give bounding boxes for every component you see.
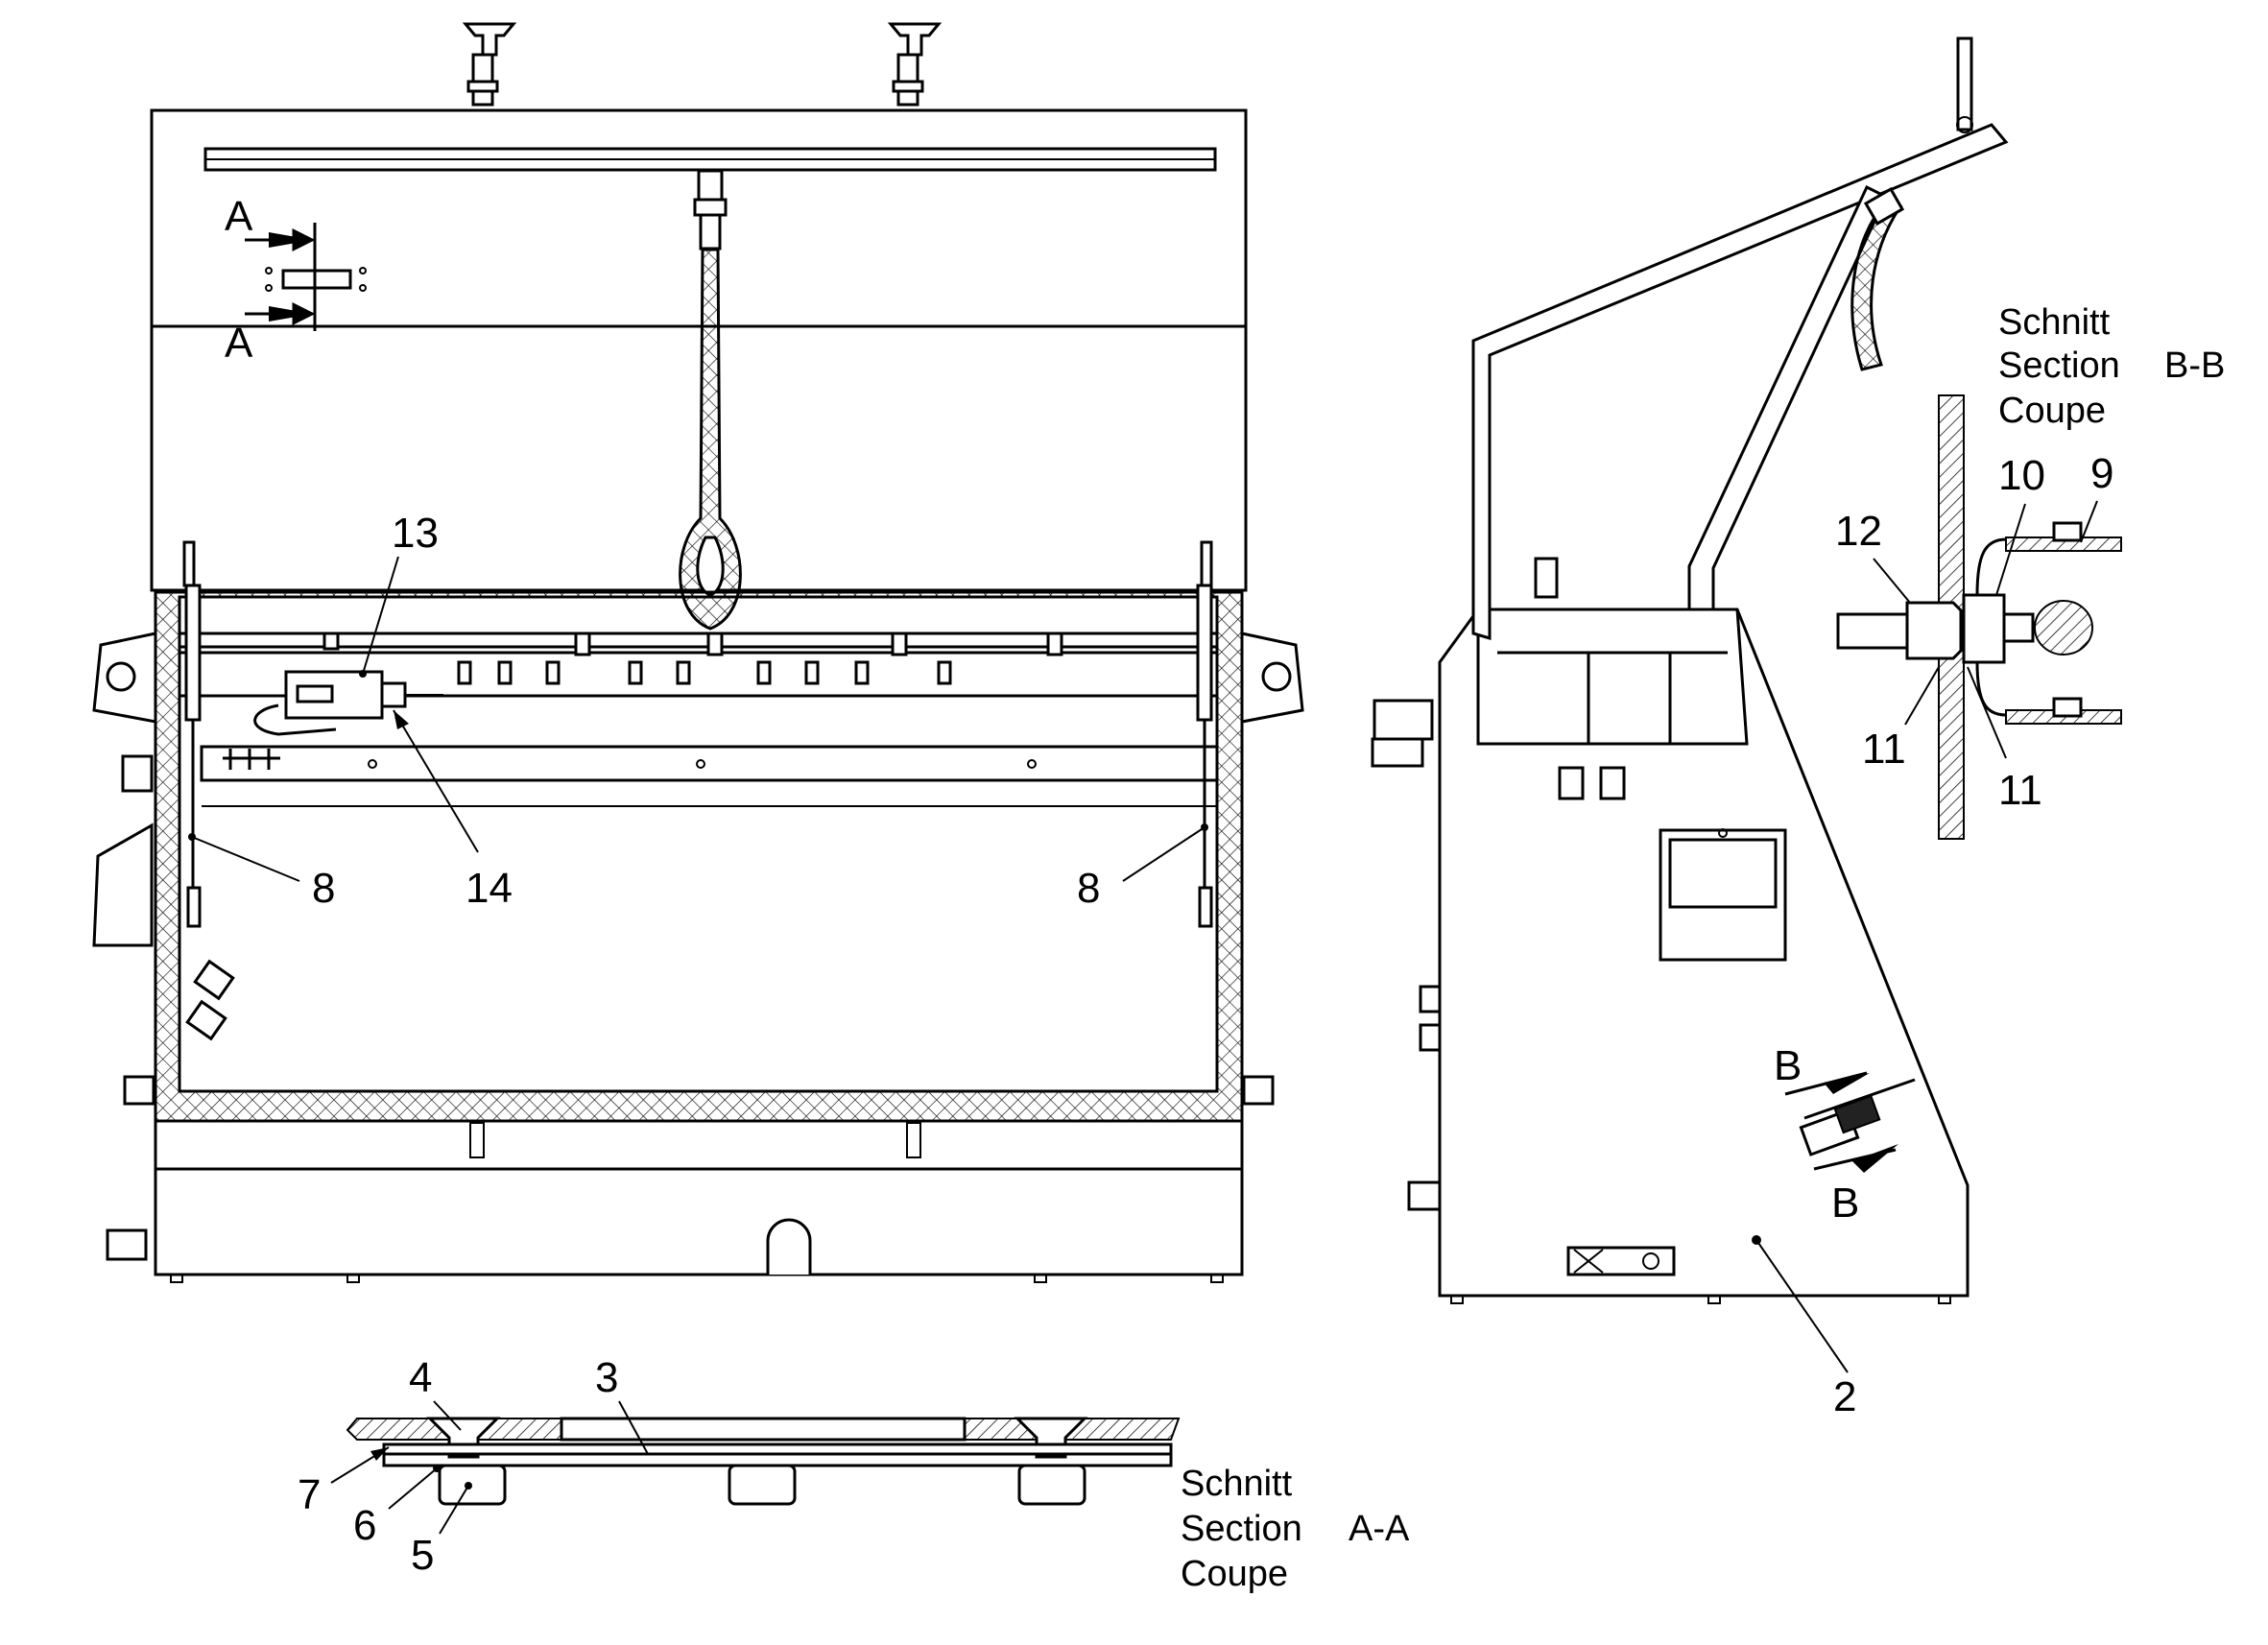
section-aa-title: Schnitt Section A-A Coupe — [1181, 1464, 1410, 1594]
callout-9: 9 — [2090, 450, 2113, 497]
callout-6: 6 — [353, 1502, 376, 1549]
callout-10: 10 — [1998, 452, 2045, 499]
callout-3: 3 — [595, 1354, 618, 1401]
callout-2: 2 — [1833, 1373, 1856, 1420]
section-mark-b-bottom: B — [1831, 1180, 1859, 1227]
section-aa-line2: Section — [1181, 1509, 1302, 1549]
callout-11-right: 11 — [1998, 767, 2042, 814]
section-aa-line1: Schnitt — [1181, 1464, 1293, 1504]
section-aa-callouts: 4 3 7 6 5 — [298, 1354, 649, 1579]
cable-loop — [679, 169, 742, 631]
t-handle-right — [887, 22, 943, 107]
section-mark-a-top: A — [225, 193, 253, 240]
section-bb-detail — [1836, 394, 2122, 840]
callout-7: 7 — [298, 1471, 321, 1518]
section-aa-id: A-A — [1349, 1509, 1410, 1549]
callout-13: 13 — [392, 510, 439, 557]
section-a-marker: A A — [225, 193, 367, 367]
t-handle-left — [462, 22, 517, 107]
section-aa-line3: Coupe — [1181, 1554, 1288, 1594]
section-mark-a-bottom: A — [225, 320, 253, 367]
left-fittings — [92, 754, 1275, 1261]
front-view: A A — [92, 22, 1304, 1283]
section-bb-line1: Schnitt — [1998, 302, 2111, 343]
callout-5: 5 — [411, 1532, 434, 1579]
section-b-marker: B B — [1774, 1042, 1916, 1227]
section-bb-id: B-B — [2164, 346, 2225, 386]
callout-14: 14 — [466, 865, 513, 912]
section-mark-b-top: B — [1774, 1042, 1802, 1089]
callout-8-left: 8 — [312, 865, 335, 912]
counter-unit — [223, 670, 443, 770]
side-view: B B — [1371, 36, 2009, 1304]
front-callouts: 13 14 8 8 — [188, 510, 1208, 912]
gas-strut-right — [1196, 540, 1213, 928]
section-bb-line3: Coupe — [1998, 391, 2106, 431]
section-bb-line2: Section — [1998, 346, 2120, 386]
callout-8-right: 8 — [1077, 865, 1100, 912]
gas-strut-left — [182, 540, 202, 928]
lug-left — [92, 632, 157, 724]
callout-12: 12 — [1835, 508, 1882, 555]
section-aa-detail — [346, 1417, 1181, 1506]
callout-4: 4 — [409, 1354, 432, 1401]
lug-right — [1240, 632, 1304, 724]
section-bb-callouts: 12 10 9 11 11 — [1835, 450, 2113, 814]
rail-clips — [322, 632, 1063, 685]
callout-11-left: 11 — [1862, 726, 1906, 773]
section-bb-title: Schnitt Section B-B Coupe — [1998, 302, 2225, 431]
